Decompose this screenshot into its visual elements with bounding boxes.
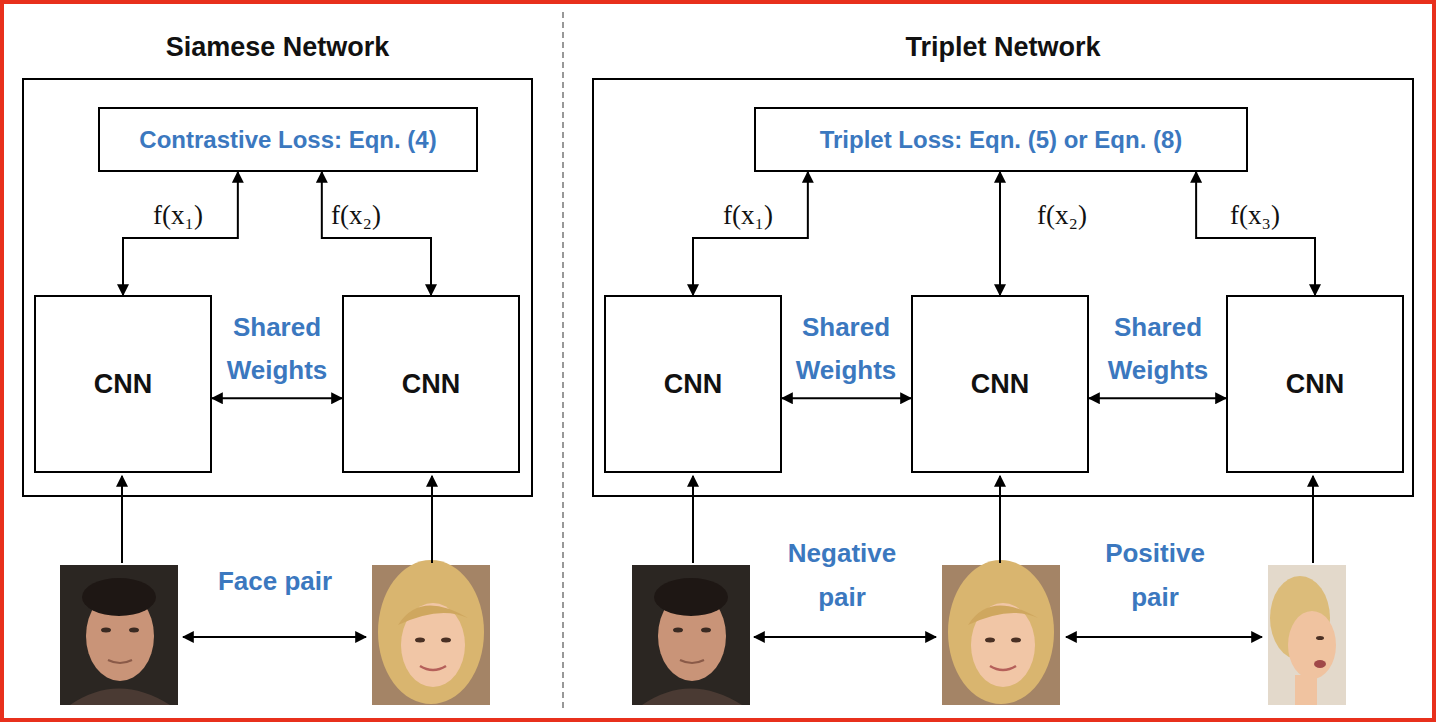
- photo-background: [60, 565, 178, 705]
- pair-label: Face pair: [175, 559, 375, 603]
- pair-arrow: [183, 636, 366, 638]
- loss-box: Triplet Loss: Eqn. (5) or Eqn. (8): [754, 107, 1248, 172]
- shared-weights-label: Shared Weights: [212, 306, 342, 392]
- connector-arrow: [322, 172, 431, 295]
- cnn-box: CNN: [342, 295, 520, 473]
- pair-label: Negative pair: [777, 531, 907, 619]
- connector-arrow: [1089, 397, 1226, 399]
- feature-label: f(x₂): [1017, 199, 1107, 231]
- loss-box: Contrastive Loss: Eqn. (4): [98, 107, 478, 172]
- eye: [1316, 636, 1324, 640]
- eye: [129, 628, 139, 633]
- neck: [1295, 675, 1317, 705]
- cnn-box: CNN: [604, 295, 782, 473]
- feature-label: f(x₁): [703, 199, 793, 231]
- feature-label: f(x₂): [311, 199, 401, 231]
- input-arrow: [999, 476, 1001, 563]
- loss-label: Contrastive Loss: Eqn. (4): [139, 126, 436, 154]
- loss-label: Triplet Loss: Eqn. (5) or Eqn. (8): [820, 126, 1183, 154]
- hair: [654, 578, 728, 616]
- cnn-box: CNN: [1226, 295, 1404, 473]
- shared-weights-label: Shared Weights: [781, 306, 911, 392]
- input-arrow: [121, 476, 123, 563]
- divider-line: [562, 12, 564, 712]
- shirt: [70, 689, 170, 706]
- face: [1288, 611, 1336, 679]
- face-photo: [942, 560, 1060, 705]
- connector-arrow: [212, 397, 342, 399]
- eye: [415, 638, 425, 643]
- eye: [985, 638, 995, 643]
- face-photo: [632, 565, 750, 705]
- face-photo: [1268, 565, 1346, 705]
- hair: [378, 560, 484, 704]
- eye: [673, 628, 683, 633]
- cnn-label: CNN: [971, 369, 1030, 400]
- face-photo: [60, 565, 178, 705]
- pair-label: Positive pair: [1090, 531, 1220, 619]
- photo-background: [632, 565, 750, 705]
- mouth: [680, 660, 704, 663]
- bangs: [968, 606, 1038, 625]
- shirt: [642, 689, 742, 706]
- mouth: [108, 660, 132, 663]
- connector-arrow: [999, 172, 1001, 295]
- bangs: [398, 606, 468, 625]
- eye: [441, 638, 451, 643]
- face-photo: [372, 560, 490, 705]
- input-arrow: [431, 476, 433, 563]
- eye: [101, 628, 111, 633]
- cnn-label: CNN: [402, 369, 461, 400]
- connector-arrow: [782, 397, 911, 399]
- photo-background: [1268, 565, 1346, 705]
- cnn-box: CNN: [911, 295, 1089, 473]
- cnn-label: CNN: [94, 369, 153, 400]
- network-panel: Siamese NetworkContrastive Loss: Eqn. (4…: [22, 78, 533, 497]
- panel-title: Siamese Network: [24, 30, 531, 64]
- pair-arrow: [754, 636, 936, 638]
- eye: [701, 628, 711, 633]
- cnn-label: CNN: [664, 369, 723, 400]
- shared-weights-label: Shared Weights: [1093, 306, 1223, 392]
- input-arrow: [692, 476, 694, 563]
- network-panel: Triplet NetworkTriplet Loss: Eqn. (5) or…: [592, 78, 1414, 497]
- mouth: [990, 666, 1016, 670]
- pair-arrow: [1066, 636, 1262, 638]
- mouth: [420, 666, 446, 670]
- mouth: [1314, 660, 1326, 668]
- input-arrow: [1312, 476, 1314, 563]
- hair: [82, 578, 156, 616]
- cnn-box: CNN: [34, 295, 212, 473]
- feature-label: f(x₃): [1210, 199, 1300, 231]
- panel-title: Triplet Network: [594, 30, 1412, 64]
- hair: [948, 560, 1054, 704]
- feature-label: f(x₁): [133, 199, 223, 231]
- connector-arrow: [123, 172, 238, 295]
- connector-arrow: [1196, 172, 1315, 295]
- connector-arrow: [693, 172, 808, 295]
- cnn-label: CNN: [1286, 369, 1345, 400]
- eye: [1011, 638, 1021, 643]
